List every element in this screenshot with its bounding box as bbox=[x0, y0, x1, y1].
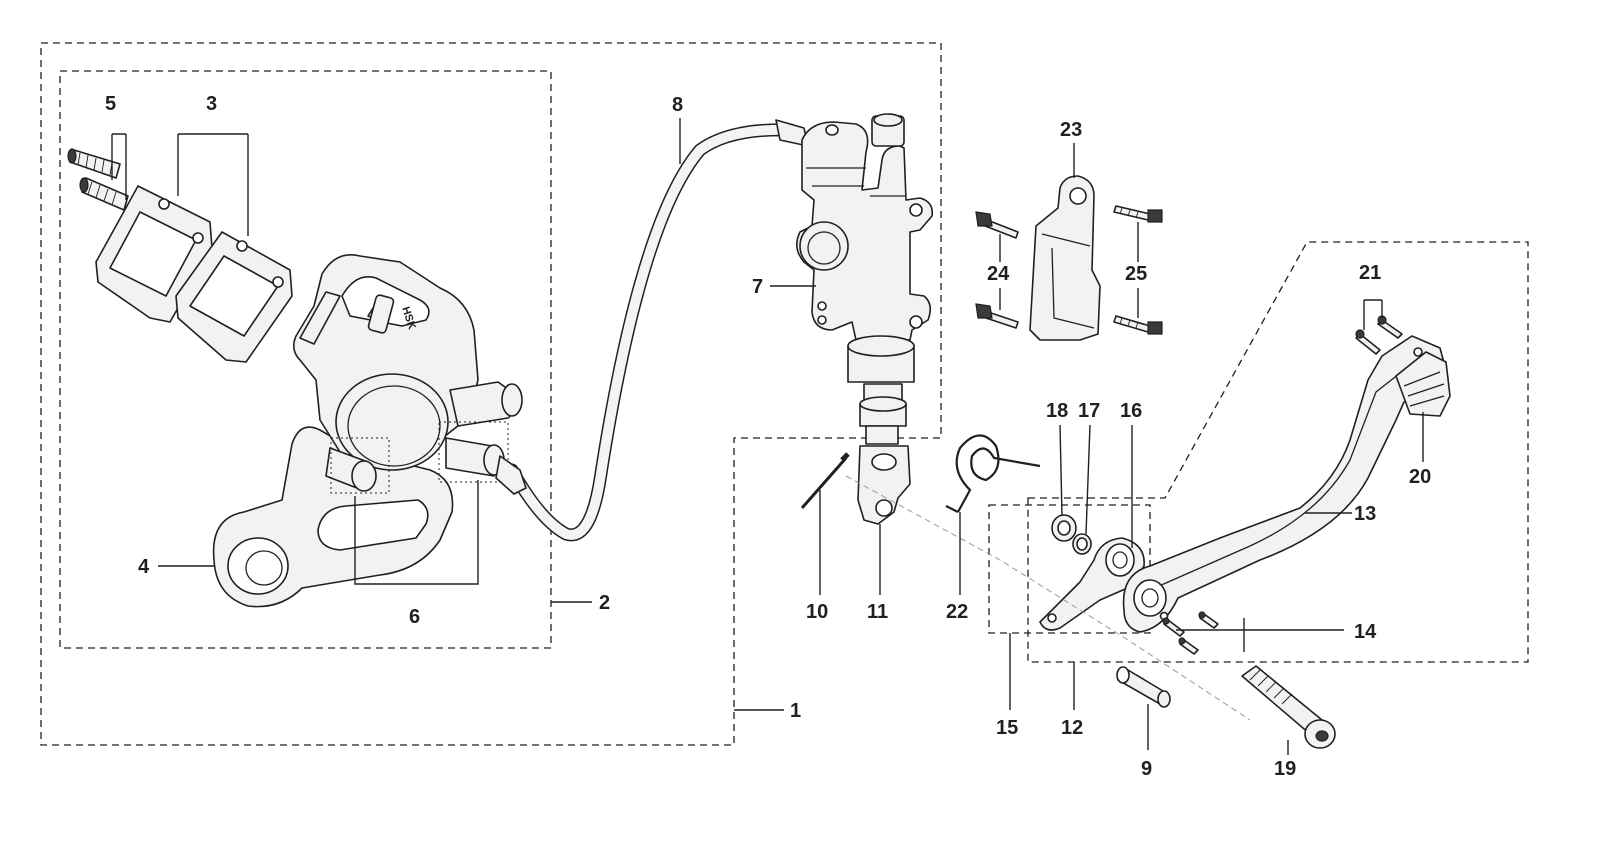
caliper-bracket bbox=[212, 426, 454, 608]
pad-pin-lower bbox=[79, 177, 129, 211]
callout-19: 19 bbox=[1274, 758, 1296, 780]
callout-14: 14 bbox=[1354, 621, 1377, 643]
pedal-bolt bbox=[1241, 665, 1336, 749]
screw-21-a bbox=[1355, 329, 1381, 355]
callout-7: 7 bbox=[752, 276, 763, 298]
callout-10: 10 bbox=[806, 601, 828, 623]
bolt-24-lower bbox=[975, 303, 1019, 329]
callout-3: 3 bbox=[206, 93, 217, 115]
callout-24: 24 bbox=[987, 263, 1010, 285]
mounting-bracket bbox=[1029, 175, 1101, 341]
callout-11: 11 bbox=[867, 601, 888, 623]
callout-9: 9 bbox=[1141, 758, 1152, 780]
callout-15: 15 bbox=[996, 717, 1018, 739]
cotter-pin bbox=[800, 452, 850, 509]
slide-pin-left-frame bbox=[330, 437, 390, 494]
callout-18: 18 bbox=[1046, 400, 1068, 422]
caliper-body bbox=[292, 254, 523, 477]
callout-16: 16 bbox=[1120, 400, 1142, 422]
screw-14-a bbox=[1162, 617, 1185, 637]
group-2-boundary bbox=[59, 70, 552, 649]
pad-pin-upper bbox=[67, 148, 121, 179]
callout-25: 25 bbox=[1125, 263, 1147, 285]
callout-13: 13 bbox=[1354, 503, 1376, 525]
screw-21-b bbox=[1377, 315, 1403, 339]
callout-23: 23 bbox=[1060, 119, 1082, 141]
bolt-24-upper bbox=[975, 211, 1019, 239]
callout-21: 21 bbox=[1359, 262, 1381, 284]
bolt-25-lower bbox=[1113, 315, 1163, 335]
return-spring bbox=[945, 434, 1041, 513]
screw-14-c bbox=[1198, 611, 1219, 629]
bolt-25-upper bbox=[1113, 205, 1163, 223]
callout-12: 12 bbox=[1061, 717, 1083, 739]
pivot-pin bbox=[1116, 666, 1171, 708]
brake-hose bbox=[495, 119, 809, 542]
leader-lines bbox=[111, 118, 1424, 755]
callout-5: 5 bbox=[105, 93, 116, 115]
callout-2: 2 bbox=[599, 592, 610, 614]
group-12-boundary bbox=[1027, 241, 1529, 663]
brake-pad-right bbox=[175, 231, 293, 363]
washer-17 bbox=[1072, 533, 1092, 555]
master-cylinder bbox=[796, 113, 934, 445]
callout-6: 6 bbox=[409, 606, 420, 628]
screw-14-b bbox=[1178, 637, 1199, 655]
push-rod-clevis bbox=[857, 445, 911, 525]
brake-pedal-lever bbox=[1122, 335, 1449, 633]
group-1-boundary bbox=[40, 42, 942, 746]
callout-8: 8 bbox=[672, 94, 683, 116]
callout-17: 17 bbox=[1078, 400, 1100, 422]
assembly-centerline bbox=[845, 475, 1251, 721]
callout-4: 4 bbox=[138, 556, 150, 578]
callout-1: 1 bbox=[790, 700, 801, 722]
callout-22: 22 bbox=[946, 601, 968, 623]
washer-18 bbox=[1051, 514, 1077, 542]
callout-20: 20 bbox=[1409, 466, 1431, 488]
slide-pin-left bbox=[325, 447, 377, 492]
pedal-tip bbox=[1395, 351, 1451, 417]
pivot-arm bbox=[1039, 537, 1145, 631]
